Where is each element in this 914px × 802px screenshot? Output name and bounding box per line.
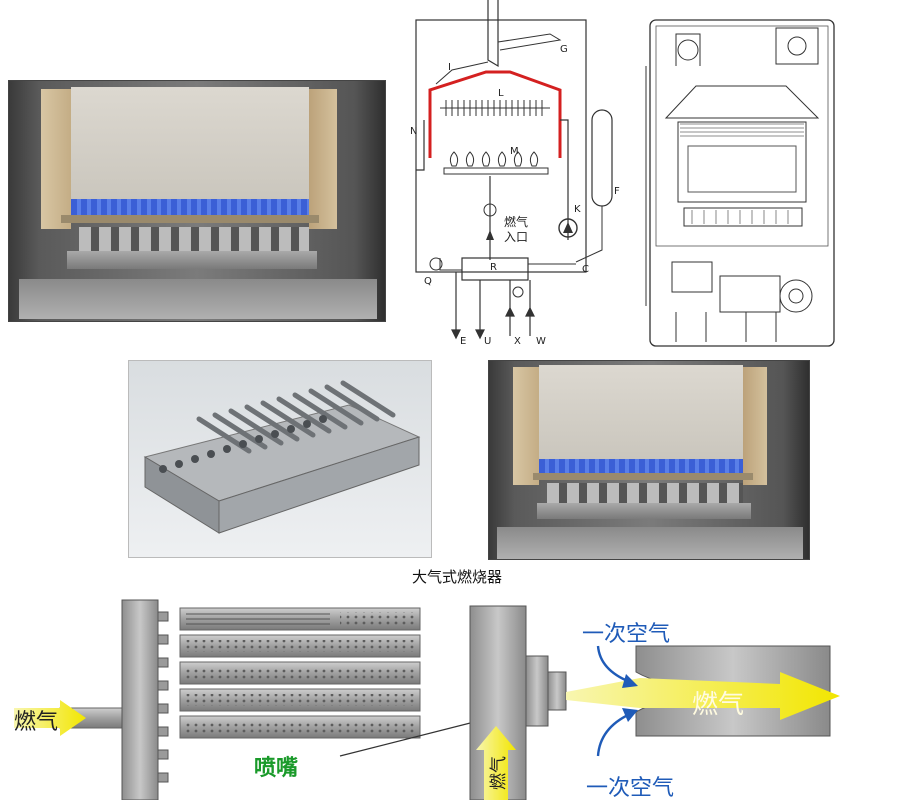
chamber-left-wall-2 — [513, 367, 539, 485]
chamber-right-wall-2 — [743, 367, 767, 485]
schematic-letter-l: L — [498, 88, 504, 99]
schematic-letter-n: N — [410, 126, 418, 137]
schematic-letter-r: R — [490, 262, 497, 273]
schematic-letter-i: I — [448, 62, 451, 73]
burner-top-strip — [61, 215, 319, 223]
chamber-back-wall — [71, 87, 309, 207]
gas-flow-label: 燃气 — [692, 690, 745, 720]
blue-flame-bed — [71, 199, 309, 215]
burner-tubes — [79, 227, 309, 251]
chamber-back-wall-2 — [539, 365, 743, 465]
nozzle-label: 喷嘴 — [254, 756, 299, 781]
lower-housing-2 — [497, 527, 803, 559]
boiler-schematic — [415, 0, 613, 340]
chamber-left-wall — [41, 89, 71, 229]
atmospheric-burner-illustration — [14, 599, 840, 800]
schematic-letter-g: G — [560, 44, 568, 55]
combustion-chamber-photo-1 — [8, 80, 386, 322]
schematic-letter-c: C — [582, 264, 589, 275]
chamber-right-wall — [309, 89, 337, 229]
schematic-letter-e: E — [460, 336, 467, 347]
schematic-inlet-line1: 燃气 — [504, 215, 529, 229]
burner-base-2 — [537, 503, 751, 519]
gas-inlet-label: 燃气 — [14, 710, 59, 735]
burner-tubes-2 — [547, 483, 743, 503]
schematic-letter-x: X — [514, 336, 521, 347]
blue-flame-bed-2 — [539, 459, 743, 473]
schematic-inlet-line2: 入口 — [504, 230, 529, 244]
schematic-letter-m: M — [510, 146, 519, 157]
schematic-letter-u: U — [484, 336, 492, 347]
burner-assembly-photo — [128, 360, 432, 558]
burner-base — [67, 251, 317, 269]
diagram-caption: 大气式燃烧器 — [411, 568, 502, 586]
primary-air-top-label: 一次空气 — [582, 622, 671, 647]
boiler-line-drawing — [645, 19, 835, 347]
gas-vertical-label: 燃气 — [489, 756, 509, 790]
combustion-chamber-photo-2 — [488, 360, 810, 560]
burner-assembly-drawing — [143, 380, 421, 534]
primary-air-bottom-label: 一次空气 — [586, 776, 675, 801]
schematic-letter-q: Q — [424, 276, 432, 287]
schematic-letter-k: K — [574, 204, 581, 215]
schematic-letter-f: F — [614, 186, 620, 197]
burner-top-strip-2 — [533, 473, 753, 480]
lower-housing — [19, 279, 377, 319]
schematic-letter-w: W — [536, 336, 546, 347]
